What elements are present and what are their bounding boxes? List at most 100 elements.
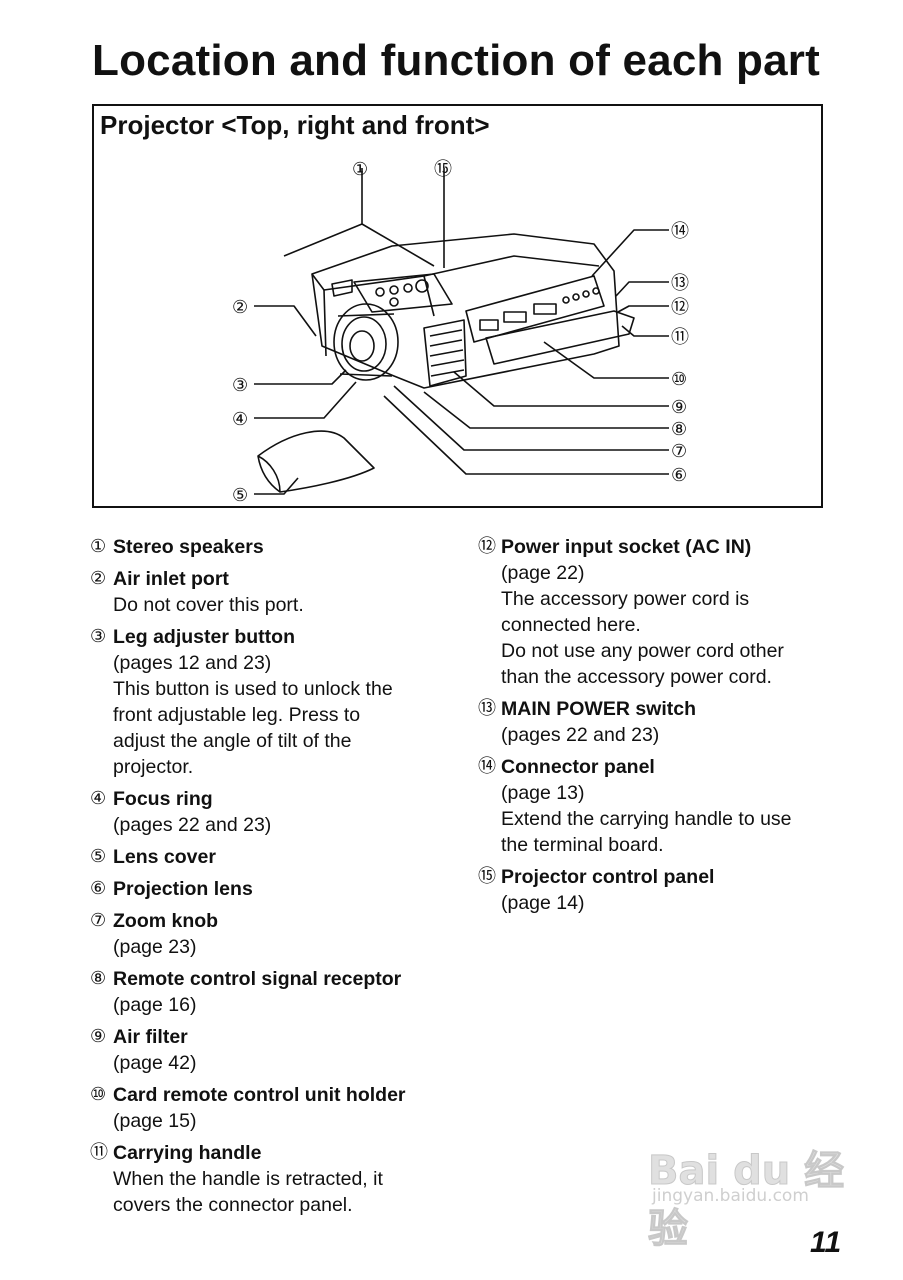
part-description-line: This button is used to unlock the xyxy=(113,678,393,700)
part-number: ⑥ xyxy=(90,878,107,899)
baidu-watermark: Bai du 经验 jingyan.baidu.com xyxy=(648,1138,858,1253)
page-title: Location and function of each part xyxy=(92,36,820,85)
part-entry: ⑨ Air filter(page 42) xyxy=(90,1024,460,1076)
callout-10: ⑩ xyxy=(671,369,687,390)
part-description-line: Do not cover this port. xyxy=(113,594,304,616)
part-body: Projector control panel(page 14) xyxy=(501,864,838,916)
part-description-line: Do not use any power cord other xyxy=(501,640,784,662)
part-name: Focus ring xyxy=(113,788,213,810)
control-panel xyxy=(353,273,453,313)
part-name: Remote control signal receptor xyxy=(113,968,402,990)
callout-7: ⑦ xyxy=(671,441,687,462)
part-body: Zoom knob (page 23) xyxy=(113,908,460,960)
callout-1: ① xyxy=(352,159,368,180)
watermark-url: jingyan.baidu.com xyxy=(652,1186,809,1206)
part-number: ⑧ xyxy=(90,968,107,989)
part-name: Stereo speakers xyxy=(113,536,264,558)
part-name: Power input socket (AC IN) xyxy=(501,536,752,558)
part-body: Card remote control unit holder (page 15) xyxy=(113,1082,460,1134)
part-entry: ⑥ Projection lens xyxy=(90,876,460,902)
page-number: 11 xyxy=(810,1226,842,1259)
callout-8: ⑧ xyxy=(671,419,687,440)
part-name: Projection lens xyxy=(113,878,253,900)
callout-13: ⑬ xyxy=(671,273,689,294)
part-description-line: projector. xyxy=(113,756,194,778)
part-entry: ⑤ Lens cover xyxy=(90,844,460,870)
callout-3: ③ xyxy=(232,375,248,396)
part-description-line: (page 16) xyxy=(113,994,197,1016)
connector-panel-drawing xyxy=(465,275,605,343)
projector-figure: Projector <Top, right and front> xyxy=(92,104,823,508)
part-description-line: The accessory power cord is xyxy=(501,588,750,610)
part-number: ⑨ xyxy=(90,1026,107,1047)
part-body: Focus ring (pages 22 and 23) xyxy=(113,786,460,838)
callout-2: ② xyxy=(232,297,248,318)
lens-cover-drawing xyxy=(257,430,375,493)
part-number: ⑬ xyxy=(478,698,496,719)
part-description-line: (page 22) xyxy=(501,562,585,584)
callout-12: ⑫ xyxy=(671,297,689,318)
callout-14: ⑭ xyxy=(671,221,689,242)
lens-drawing xyxy=(333,303,399,381)
part-body: Stereo speakers xyxy=(113,534,460,560)
part-number: ⑪ xyxy=(90,1142,108,1163)
figure-title: Projector <Top, right and front> xyxy=(100,110,490,140)
part-body: MAIN POWER switch (pages 22 and 23) xyxy=(501,696,838,748)
part-description-line: (pages 22 and 23) xyxy=(501,724,660,746)
part-body: Lens cover xyxy=(113,844,460,870)
part-description-line: than the accessory power cord. xyxy=(501,666,772,688)
part-body: Projection lens xyxy=(113,876,460,902)
part-number: ① xyxy=(90,536,107,557)
part-description-line: (page 42) xyxy=(113,1052,197,1074)
projector-body-outline xyxy=(311,233,620,389)
part-entry: ⑧ Remote control signal receptor (page 16) xyxy=(90,966,460,1018)
projector-illustration: ① ⑮ ② ③ ④ ⑤ ⑭ ⑬ ⑫ ⑪ ⑩ ⑨ ⑧ ⑦ ⑥ xyxy=(232,159,689,506)
part-body: Power input socket (AC IN) (page 22) The a… xyxy=(501,534,838,690)
part-description-line: (pages 12 and 23) xyxy=(113,652,272,674)
part-description-line: (page 14) xyxy=(501,892,585,914)
part-description-line: connected here. xyxy=(501,614,641,636)
part-name: Card remote control unit holder xyxy=(113,1084,406,1106)
part-description-line: Extend the carrying handle to use xyxy=(501,808,792,830)
part-body: Air inlet port Do not cover this port. xyxy=(113,566,460,618)
part-description-line: (page 23) xyxy=(113,936,197,958)
part-number: ③ xyxy=(90,626,107,647)
part-description-line: adjust the angle of tilt of the xyxy=(113,730,352,752)
part-number: ⑫ xyxy=(478,536,496,557)
part-name: Connector panel xyxy=(501,756,655,778)
part-description-line: (page 13) xyxy=(501,782,585,804)
part-entry: ⑦ Zoom knob (page 23) xyxy=(90,908,460,960)
part-number: ② xyxy=(90,568,107,589)
callout-11: ⑪ xyxy=(671,327,689,348)
part-number: ⑦ xyxy=(90,910,107,931)
part-body: Connector panel (page 13) Extend the carry… xyxy=(501,754,838,858)
part-entry: ③ Leg adjuster button (pages 12 and 23) Thi… xyxy=(90,624,460,780)
part-name: Leg adjuster button xyxy=(113,626,295,648)
part-name: MAIN POWER switch xyxy=(501,698,697,720)
part-body: Leg adjuster button (pages 12 and 23) This… xyxy=(113,624,460,780)
part-entry: ① Stereo speakers xyxy=(90,534,460,560)
part-body: Air filter(page 42) xyxy=(113,1024,460,1076)
part-body: Remote control signal receptor (page 16) xyxy=(113,966,460,1018)
part-description-line: (pages 22 and 23) xyxy=(113,814,272,836)
callout-labels: ① ⑮ ② ③ ④ ⑤ ⑭ ⑬ ⑫ ⑪ ⑩ ⑨ ⑧ ⑦ ⑥ xyxy=(232,159,689,506)
part-name: Air inlet port xyxy=(113,568,229,590)
watermark-main: Bai du 经验 xyxy=(648,1148,845,1253)
part-number: ⑤ xyxy=(90,846,107,867)
part-description-line: (page 15) xyxy=(113,1110,197,1132)
part-description-line: front adjustable leg. Press to xyxy=(113,704,361,726)
part-name: Carrying handle xyxy=(113,1142,262,1164)
callout-15: ⑮ xyxy=(434,159,452,180)
callout-9: ⑨ xyxy=(671,397,687,418)
part-number: ⑭ xyxy=(478,756,496,777)
part-number: ⑩ xyxy=(90,1084,107,1105)
part-name: Zoom knob xyxy=(113,910,219,932)
callout-4: ④ xyxy=(232,409,248,430)
part-entry: ⑩ Card remote control unit holder (page 15… xyxy=(90,1082,460,1134)
part-number: ④ xyxy=(90,788,107,809)
